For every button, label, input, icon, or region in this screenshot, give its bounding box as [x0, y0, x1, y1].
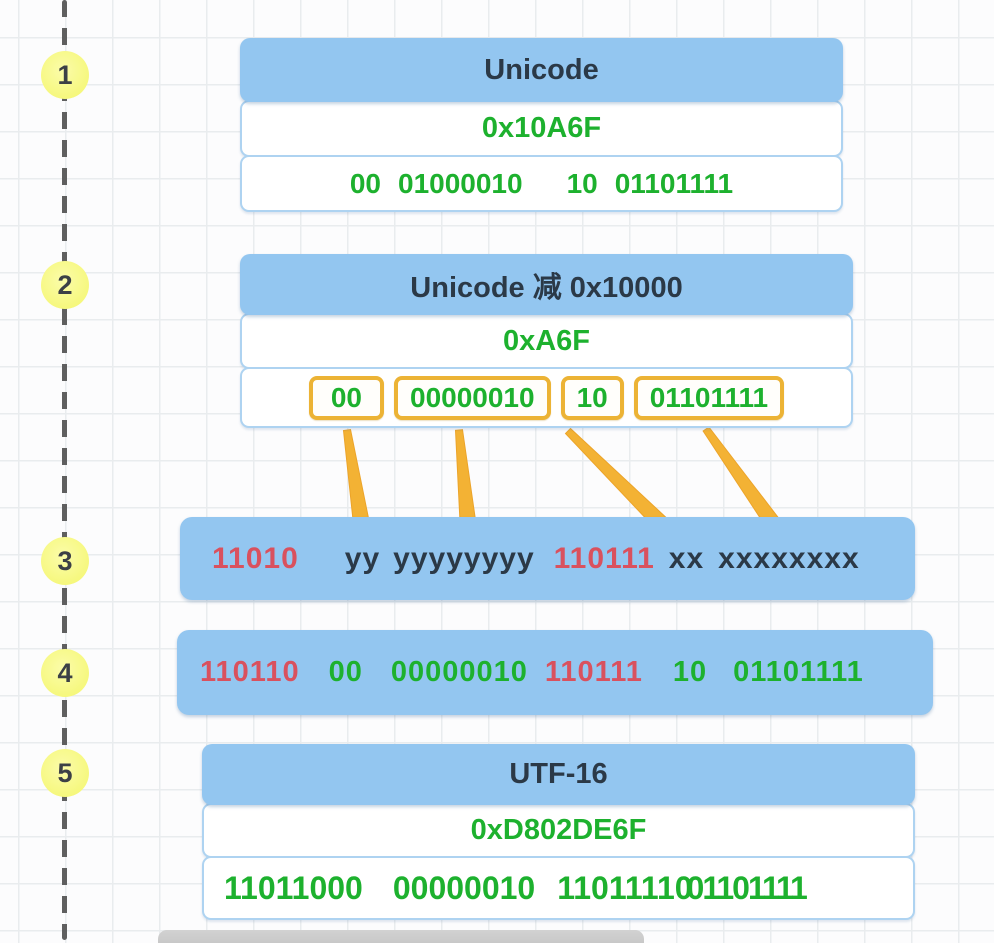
- unicode-minus-binary-row: 00 00000010 10 01101111: [240, 367, 853, 428]
- unicode-hex-value: 0x10A6F: [481, 112, 602, 144]
- unicode-binary-row: 00 01000010 10 01101111: [240, 155, 843, 212]
- bit-chip-value: 00000010: [410, 381, 535, 413]
- step-number: 2: [57, 269, 73, 300]
- surrogate-filled-bar: 110110 00 00000010 110111 10 01101111: [177, 630, 933, 715]
- bit-group: 00: [349, 167, 381, 199]
- bit-chip-1: 00: [308, 375, 384, 420]
- utf16-card-header: UTF-16: [202, 744, 915, 805]
- template-group: yyyyyyyy: [393, 541, 535, 575]
- unicode-minus-card: Unicode 减 0x10000 0xA6F 00 00000010 10 0…: [240, 254, 853, 428]
- bit-chip-2: 00000010: [394, 375, 551, 420]
- utf16-bit-group: 01101111: [686, 869, 808, 906]
- step-badge-2: 2: [41, 261, 89, 309]
- unicode-minus-card-title: Unicode 减 0x10000: [410, 271, 683, 304]
- template-group: xx: [668, 541, 705, 575]
- bit-chip-value: 01101111: [649, 381, 769, 413]
- unicode-minus-hex-value: 0xA6F: [502, 324, 591, 357]
- filled-group: 110111: [544, 656, 643, 688]
- bit-group: 10: [566, 167, 598, 199]
- template-group: xxxxxxxx: [718, 541, 860, 575]
- bit-chip-3: 10: [560, 375, 624, 420]
- unicode-card-header: Unicode: [240, 38, 843, 102]
- bit-chip-value: 10: [576, 381, 608, 413]
- template-group: 110111: [553, 541, 655, 575]
- utf16-bit-group: 11011000: [224, 869, 363, 906]
- unicode-card: Unicode 0x10A6F 00 01000010 10 01101111: [240, 38, 843, 212]
- step-badge-3: 3: [41, 537, 89, 585]
- unicode-card-title: Unicode: [484, 53, 599, 86]
- utf16-card-title: UTF-16: [509, 758, 608, 790]
- filled-group: 01101111: [733, 656, 864, 688]
- bit-chip-value: 00: [330, 381, 362, 413]
- utf16-binary-row: 11011000 00000010 11011110 01101111: [202, 856, 915, 920]
- bit-group: 01101111: [614, 167, 734, 199]
- bit-chip-4: 01101111: [633, 375, 785, 420]
- step-badge-1: 1: [41, 51, 89, 99]
- surrogate-template-bar: 11010 yy yyyyyyyy 110111 xx xxxxxxxx: [180, 517, 915, 600]
- unicode-hex-row: 0x10A6F: [240, 100, 843, 157]
- step-badge-4: 4: [41, 649, 89, 697]
- utf16-hex-value: 0xD802DE6F: [470, 814, 647, 846]
- template-group: yy: [344, 541, 381, 575]
- filled-group: 00000010: [390, 656, 528, 688]
- utf16-card: UTF-16 0xD802DE6F 11011000 00000010 1101…: [202, 744, 915, 920]
- step-badge-5: 5: [41, 749, 89, 797]
- filled-group: 00: [328, 656, 363, 688]
- filled-group: 10: [672, 656, 708, 688]
- bit-group: 01000010: [398, 167, 523, 199]
- timeline-dashed-line: [62, 0, 67, 940]
- step-number: 3: [57, 545, 73, 576]
- unicode-minus-hex-row: 0xA6F: [240, 313, 853, 369]
- step-number: 1: [57, 59, 73, 90]
- utf16-bit-group: 11011110: [557, 869, 693, 906]
- utf16-bit-group: 00000010: [392, 869, 536, 906]
- unicode-minus-card-header: Unicode 减 0x10000: [240, 254, 853, 315]
- filled-group: 110110: [200, 656, 300, 688]
- bottom-scrollbar[interactable]: [158, 930, 644, 943]
- step-number: 4: [57, 657, 73, 688]
- template-group: 11010: [212, 541, 299, 575]
- utf16-hex-row: 0xD802DE6F: [202, 803, 915, 858]
- step-number: 5: [57, 757, 73, 788]
